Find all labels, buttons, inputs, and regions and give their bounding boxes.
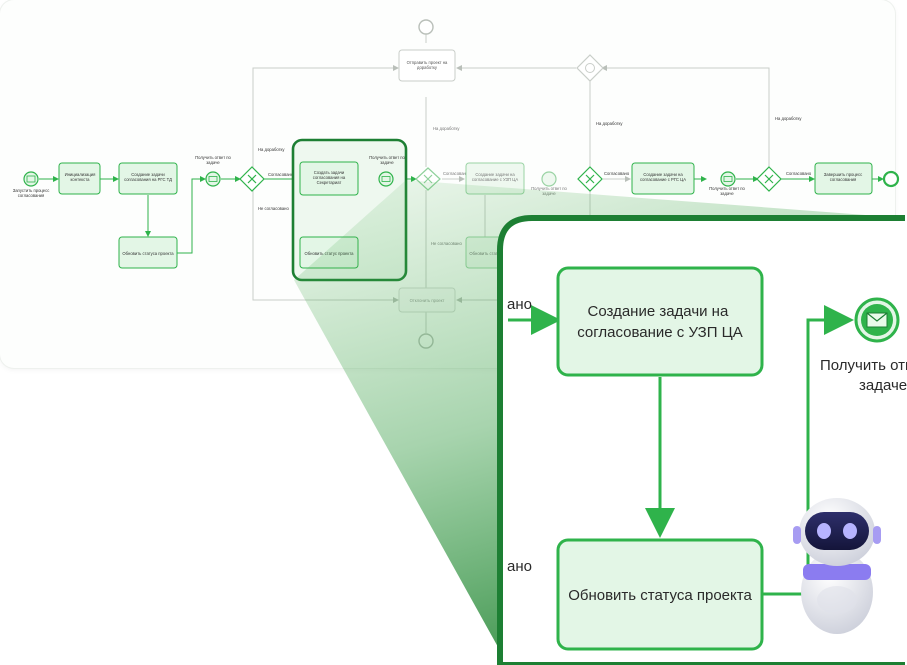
end-event bbox=[882, 170, 900, 188]
gw3-rework-label: На доработку bbox=[596, 121, 623, 126]
gateway-4: На доработку Согласовано bbox=[756, 116, 812, 192]
zoom-panel: ано ано Создание задачи на согласование … bbox=[497, 215, 907, 665]
envelope-icon bbox=[866, 312, 888, 328]
zoom-receive-event: Получить отве задаче bbox=[820, 297, 907, 394]
zoom-task-uzp[interactable]: Создание задачи на согласование с УЗП ЦА bbox=[556, 266, 764, 377]
zoom-task-uzp-line2: согласование с УЗП ЦА bbox=[577, 324, 743, 341]
merge-gateway bbox=[576, 54, 604, 82]
gw4-rework-label: На доработку bbox=[775, 116, 802, 121]
zoom-task-uzp-line1: Создание задачи на bbox=[588, 303, 729, 320]
gw1-reject-label: Не согласовано bbox=[258, 206, 289, 211]
gw2-approve-label: Согласовано bbox=[443, 171, 469, 176]
zoom-incoming-bottom: ано bbox=[507, 558, 532, 575]
gw1-rework-label: На доработку bbox=[258, 147, 285, 152]
gateway-3: На доработку Согласовано bbox=[577, 121, 630, 192]
zoom-receive-line1: Получить отве bbox=[820, 357, 907, 374]
svg-text:Получить отве задаче: Получить отве задаче bbox=[820, 357, 907, 394]
zoom-task-update-label: Обновить статуса проекта bbox=[568, 587, 752, 604]
robot-mascot-icon bbox=[793, 498, 881, 634]
gw4-approve-label: Согласовано bbox=[786, 171, 812, 176]
gw3-approve-label: Согласовано bbox=[604, 171, 630, 176]
gw1-approve-label: Согласовано bbox=[268, 172, 294, 177]
zoom-incoming-top: ано bbox=[507, 296, 532, 313]
svg-text:Создание задачи на с: Создание задачи на согласование с УЗП ЦА bbox=[577, 303, 743, 341]
gw2-rework-label: На доработку bbox=[433, 126, 460, 131]
zoom-receive-line2: задаче bbox=[859, 377, 907, 394]
end-event-rework bbox=[418, 19, 434, 35]
gateway-1: На доработку Согласовано Не согласовано bbox=[239, 147, 294, 211]
task-init-label: Инициализация bbox=[65, 172, 96, 177]
task-update-1[interactable]: Обновить статуса проекта bbox=[118, 236, 178, 269]
zoom-task-update[interactable]: Обновить статуса проекта bbox=[556, 538, 764, 651]
task-update-1-label: Обновить статуса проекта bbox=[122, 251, 174, 256]
